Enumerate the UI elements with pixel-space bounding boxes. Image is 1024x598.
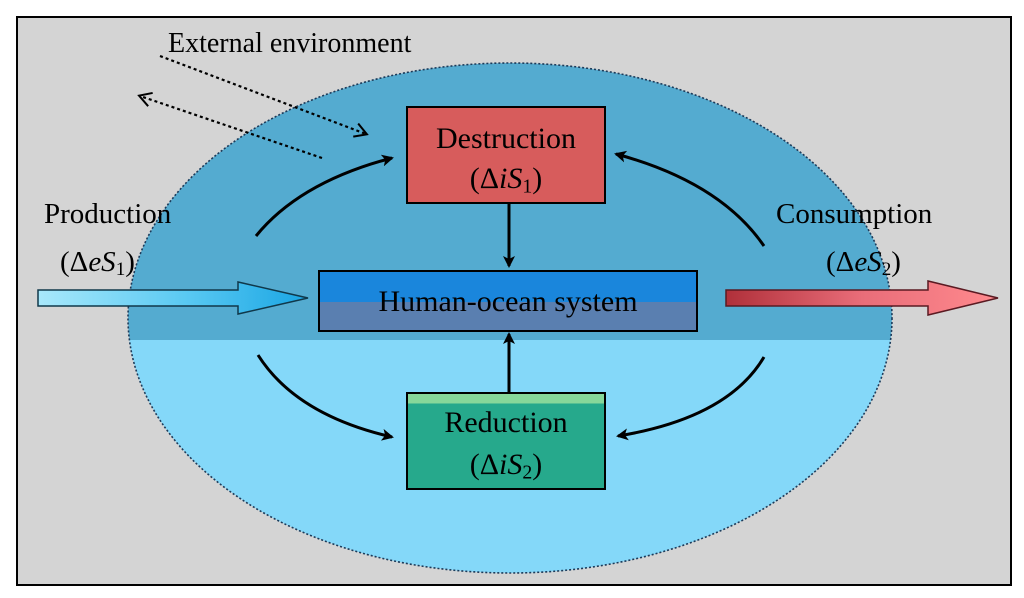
consumption-arrow [725,280,999,316]
production-to-reduction-arrow [256,354,394,441]
destruction-box: Destruction (ΔiS1) [406,106,606,204]
consumption-label: Consumption [776,198,933,230]
production-arrow [37,281,309,315]
destruction-formula: (ΔiS1) [469,162,543,198]
reduction-label: Reduction [444,406,568,439]
ellipse-dotted-border [127,62,893,574]
system-label: Human-ocean system [378,285,638,318]
consumption-to-reduction-arrow [616,356,766,441]
external-out-arrow [137,91,323,160]
reduction-formula: (ΔiS2) [469,448,543,484]
production-label: Production [44,198,172,230]
consumption-to-destruction-arrow [614,150,766,247]
consumption-formula: (ΔeS2) [826,246,901,281]
external-environment-label: External environment [168,28,412,59]
reduction-box: Reduction (ΔiS2) [406,392,606,490]
external-in-arrow [159,54,369,138]
production-formula: (ΔeS1) [60,246,135,281]
human-ocean-system-box: Human-ocean system [318,270,698,332]
destruction-label: Destruction [436,122,576,155]
production-to-destruction-arrow [254,154,394,237]
